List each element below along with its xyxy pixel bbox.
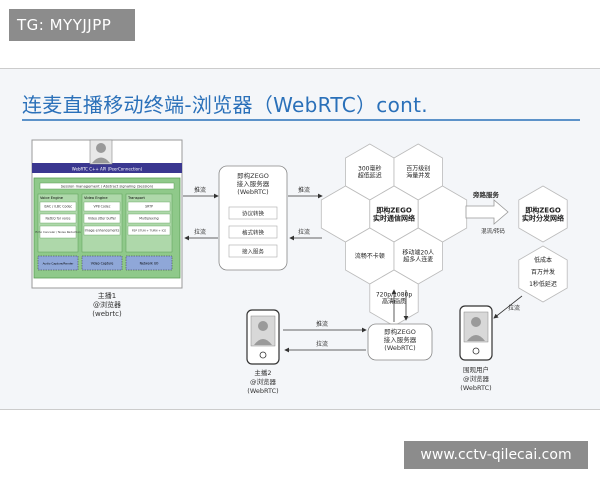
bypass-arrow	[465, 199, 509, 225]
voice-item-1: iSAC / iLBC Codec	[44, 205, 73, 209]
server1-item-1: 协议转换	[242, 210, 265, 218]
transport-item-1: SRTP	[145, 205, 153, 209]
push-label-1: 推流	[194, 186, 206, 194]
viewer-label-2: @浏览器	[463, 374, 490, 383]
transport-title: Transport	[127, 196, 145, 200]
hex-r-bottom-label-1: 低成本	[534, 256, 552, 264]
relay-label: 混流/转码	[481, 227, 505, 235]
push-label-2: 推流	[298, 186, 310, 194]
hex-top-left-label: 300毫秒超低延迟	[358, 165, 382, 180]
network-io: Network I/O	[140, 262, 159, 266]
host2-label-3: (WebRTC)	[247, 387, 278, 395]
video-item-3: Image enhancements	[85, 229, 120, 233]
viewer-phone	[459, 305, 493, 361]
video-item-2: Video jitter buffer	[88, 217, 117, 221]
viewer-label-3: (WebRTC)	[460, 384, 491, 392]
server1-item-2: 格式转换	[242, 229, 265, 237]
hex-r-center-shape	[518, 185, 568, 243]
host2-label-2: @浏览器	[250, 377, 277, 386]
session-label: Session management / Abstract signaling …	[61, 185, 154, 189]
hex-top-right-label: 百万级别海量并发	[406, 165, 430, 180]
voice-item-3: Echo Canceler / Noise Reduction	[35, 230, 81, 234]
host2-label-1: 主播2	[254, 368, 271, 377]
video-item-1: VP8 Codec	[93, 205, 110, 209]
transport-item-3: P2P STUN + TURN + ICE	[132, 229, 166, 233]
pull-label-1: 拉流	[194, 228, 206, 236]
transport-item-2: Multiplexing	[139, 217, 158, 221]
host1-label-3: (webrtc)	[92, 310, 122, 318]
pull-label-4: 拉流	[508, 304, 520, 312]
host1-label-1: 主播1	[98, 291, 116, 300]
hex-r-bottom-shape	[518, 245, 568, 303]
browser-top-bar-label: WebRTC C++ API (PeerConnection)	[72, 167, 143, 172]
bypass-label: 旁路服务	[472, 190, 500, 199]
hex-bottom-right-label: 移动端20人超多人连麦	[402, 249, 434, 264]
video-engine-title: Video Engine	[84, 196, 108, 200]
hex-r-bottom-label-3: 1秒低延迟	[529, 280, 557, 288]
server1-item-3: 接入服务	[242, 248, 265, 256]
viewer-label-1: 围观用户	[463, 365, 489, 374]
video-capture: Video Capture	[91, 262, 114, 266]
audio-capture: Audio Capture/Render	[43, 262, 75, 266]
watermark: www.cctv-qilecai.com	[404, 441, 588, 469]
hex-bottom-left-label: 流畅不卡顿	[355, 252, 385, 260]
top-tag: TG: MYYJJPP	[9, 9, 135, 41]
browser-architecture-block: WebRTC C++ API (PeerConnection) Session …	[31, 139, 183, 289]
browser-top-bar	[32, 163, 182, 173]
host2-phone	[246, 309, 280, 365]
voice-engine-title: Voice Engine	[40, 196, 64, 200]
slide-title: 连麦直播移动终端-浏览器（WebRTC）cont.	[22, 93, 428, 117]
pull-label-2: 拉流	[298, 228, 310, 236]
voice-item-2: NetEQ for voice	[46, 217, 71, 221]
host1-label-2: @浏览器	[93, 300, 121, 309]
hex-r-bottom-label-2: 百万并发	[531, 268, 555, 276]
push-label-3: 推流	[316, 320, 328, 328]
pull-label-3: 拉流	[316, 340, 328, 348]
